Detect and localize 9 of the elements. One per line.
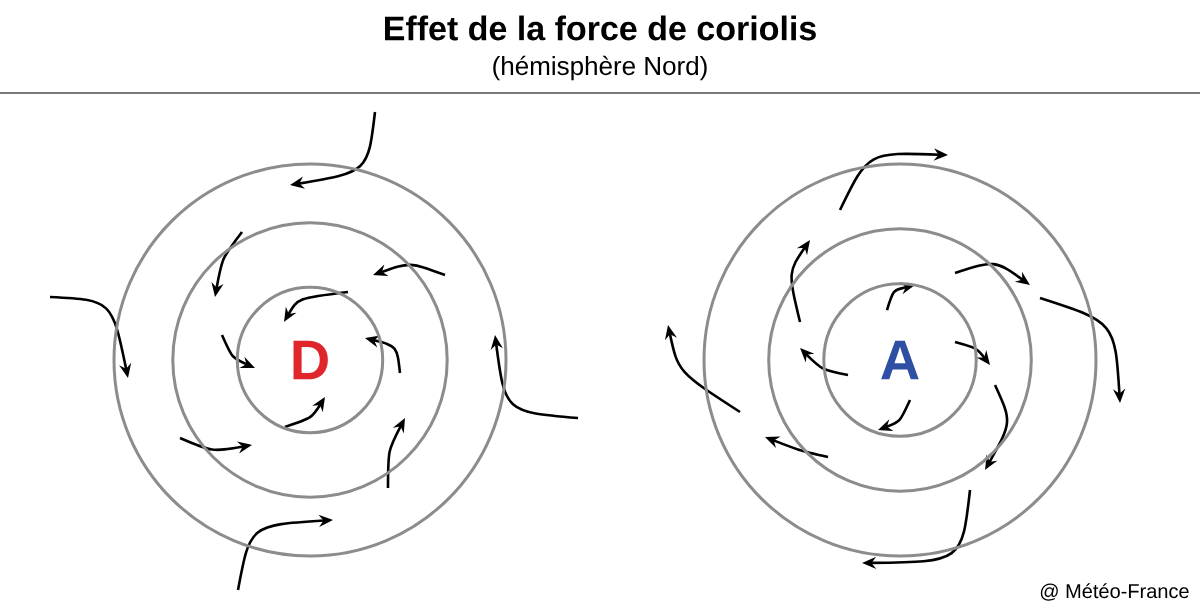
low-pressure-ring: D	[235, 285, 385, 435]
outer-ring	[112, 162, 508, 558]
outer-ring	[702, 162, 1098, 558]
credit-text: @ Météo-France	[1040, 583, 1189, 601]
title: Effet de la force de coriolis	[385, 15, 816, 41]
high-pressure-ring: A	[822, 282, 978, 438]
subtitle: (hémisphère Nord)	[493, 55, 707, 81]
middle-ring	[171, 221, 449, 499]
middle-ring	[767, 227, 1033, 493]
